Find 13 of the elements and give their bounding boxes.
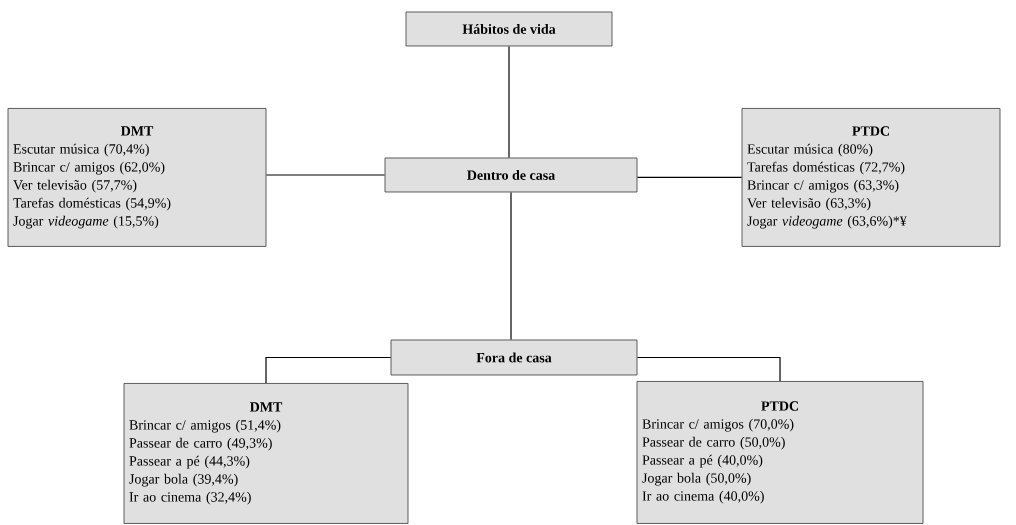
connector-line bbox=[265, 356, 392, 384]
connector-line bbox=[508, 45, 510, 159]
connector-line bbox=[636, 176, 743, 179]
category-box: Fora de casa bbox=[390, 339, 638, 376]
category-box: Hábitos de vida bbox=[405, 11, 613, 47]
connector-line bbox=[510, 191, 512, 341]
activity-box: PTDC Brincar c/ amigos (70,0%) Passear de carro (50,0%) Passear a pé (40,0%) Jogar bola (50,0%) Ir ao cinema (40,0%) bbox=[636, 381, 924, 524]
activity-box: DMT Brincar c/ amigos (51,4%) Passear de carro (49,3%) Passear a pé (44,3%) Jogar bola (39,4%) Ir ao cinema (32,4%) bbox=[123, 383, 409, 524]
category-box: Dentro de casa bbox=[384, 157, 638, 193]
connector-line bbox=[265, 174, 386, 176]
connector-line bbox=[636, 356, 781, 382]
activity-box: PTDC Escutar música (80%) Tarefas domésticas (72,7%) Brincar c/ amigos (63,3%) Ver televisão (63,3%) Jogar videogame (63,6%)*¥ bbox=[741, 108, 1001, 247]
activity-box: DMT Escutar música (70,4%) Brincar c/ amigos (62,0%) Ver televisão (57,7%) Tarefas domésticas (54,9%) Jogar videogame (15,5%) bbox=[7, 108, 267, 247]
